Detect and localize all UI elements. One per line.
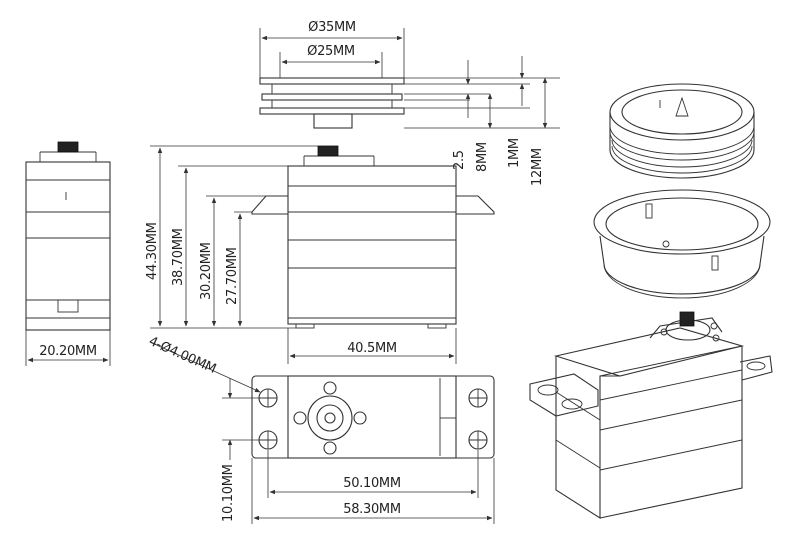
- label-side-width: 20.20MM: [39, 344, 97, 359]
- label-height-38-70: 38.70MM: [171, 228, 186, 286]
- dim-side-width: 20.20MM: [25, 330, 111, 366]
- servo-front-view: [251, 145, 495, 329]
- servo-isometric: [529, 311, 773, 520]
- dim-front-heights: 44.30MM 38.70MM 30.20MM 27.70MM: [145, 145, 318, 329]
- label-horn-outer-dia: Ø35MM: [308, 20, 356, 35]
- horn-side-view: [259, 77, 560, 129]
- dim-horn-outer-diameter: Ø35MM: [259, 20, 405, 78]
- label-body-length: 40.5MM: [347, 341, 397, 356]
- label-8mm: 8MM: [475, 142, 490, 172]
- dim-horn-small-heights: 2.5 8MM 1MM 12MM: [452, 56, 548, 186]
- dim-hole-spacing-horizontal: 50.10MM: [267, 450, 479, 498]
- dim-horn-inner-diameter: Ø25MM: [279, 44, 383, 78]
- label-hole-spacing-vertical: 10.10MM: [221, 464, 236, 522]
- dim-mount-holes: 4-Ø4.00MM: [146, 334, 261, 393]
- horn-isometric: [609, 83, 755, 179]
- label-overall-length: 58.30MM: [343, 502, 401, 517]
- label-hole-spacing-horizontal: 50.10MM: [343, 476, 401, 491]
- dim-hole-spacing-vertical: 10.10MM: [221, 378, 260, 522]
- cup-isometric: [593, 189, 771, 299]
- dim-overall-length: 58.30MM: [251, 458, 495, 524]
- label-height-27-70: 27.70MM: [225, 247, 240, 305]
- label-height-30-20: 30.20MM: [199, 242, 214, 300]
- label-1mm: 1MM: [507, 138, 522, 168]
- servo-side-view: [25, 141, 111, 331]
- dim-body-length: 40.5MM: [287, 328, 457, 364]
- label-12mm: 12MM: [530, 148, 545, 186]
- label-height-44-30: 44.30MM: [145, 222, 160, 280]
- label-mount-holes: 4-Ø4.00MM: [146, 334, 218, 377]
- label-2-5: 2.5: [452, 150, 467, 170]
- label-horn-inner-dia: Ø25MM: [307, 44, 355, 59]
- servo-top-view: [251, 375, 495, 459]
